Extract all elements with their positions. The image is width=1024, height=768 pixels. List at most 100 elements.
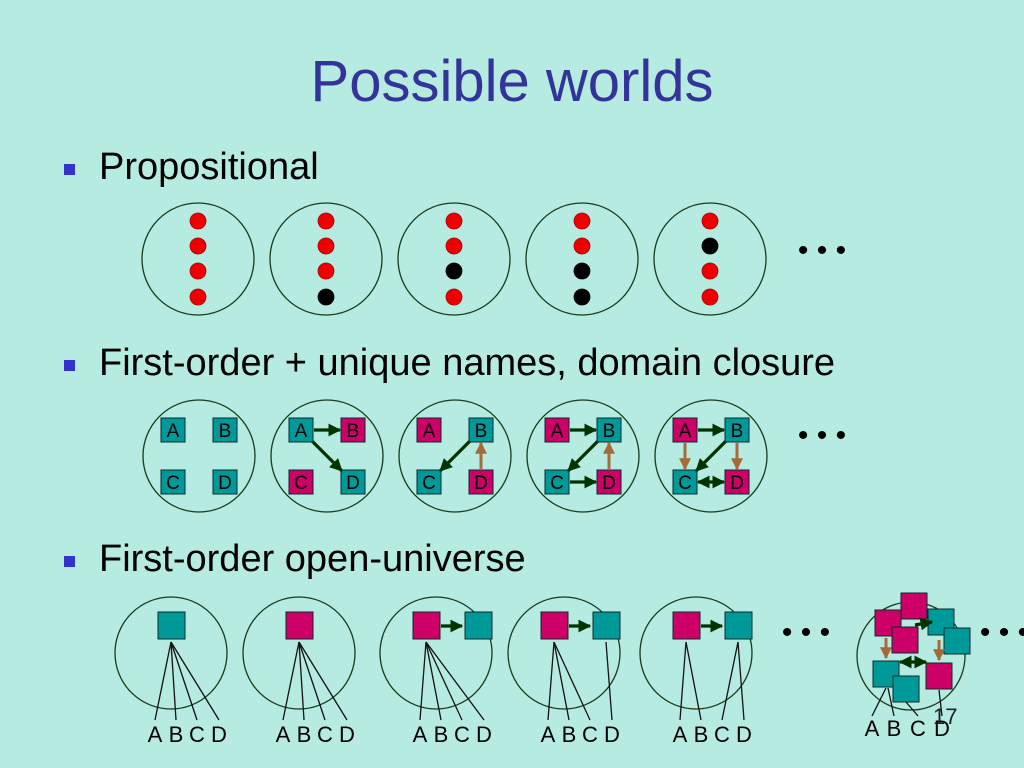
dark-arrow xyxy=(439,440,471,472)
world-circle xyxy=(507,596,621,710)
teal-object-box xyxy=(157,611,186,640)
constant-label: A xyxy=(673,722,688,747)
reference-line xyxy=(553,641,591,721)
magenta-object-box xyxy=(596,469,622,495)
magenta-object-box xyxy=(672,417,698,443)
magenta-object-box xyxy=(288,469,314,495)
bullet-icon xyxy=(64,360,75,371)
reference-line xyxy=(298,641,326,721)
reference-line xyxy=(425,641,442,721)
constant-label: B xyxy=(887,716,902,741)
teal-object-box xyxy=(340,469,366,495)
world-circle xyxy=(639,596,753,710)
constant-label: B xyxy=(297,722,312,747)
reference-line xyxy=(425,641,485,721)
constant-label: D xyxy=(604,722,620,747)
teal-object-box xyxy=(160,417,186,443)
constant-label: A xyxy=(541,722,556,747)
reference-line xyxy=(737,641,745,721)
dark-arrow xyxy=(914,617,934,631)
object-label: C xyxy=(166,473,180,494)
magenta-object-box xyxy=(412,611,441,640)
object-label: B xyxy=(603,421,616,442)
bullet-icon xyxy=(64,164,75,175)
true-dot xyxy=(701,262,719,280)
bullet-first-order-unique-names: First-order + unique names, domain closu… xyxy=(99,342,836,384)
propositional-worlds: • • • xyxy=(141,202,846,316)
object-label: A xyxy=(423,421,436,442)
magenta-object-box xyxy=(468,469,494,495)
object-label: B xyxy=(475,421,488,442)
reference-line xyxy=(605,641,613,721)
false-dot xyxy=(317,288,335,306)
object-label: A xyxy=(167,421,180,442)
world-circle xyxy=(653,202,767,316)
reference-line xyxy=(871,687,887,717)
true-dot xyxy=(701,212,719,230)
constant-label: B xyxy=(562,722,577,747)
true-dot xyxy=(445,288,463,306)
object-label: B xyxy=(731,421,744,442)
reference-line xyxy=(887,687,895,717)
false-dot xyxy=(573,288,591,306)
constant-label: C xyxy=(714,722,730,747)
ellipsis-icon: • • • xyxy=(782,616,830,649)
teal-object-box xyxy=(943,627,971,655)
magenta-object-box xyxy=(672,611,701,640)
false-dot xyxy=(573,262,591,280)
true-dot xyxy=(573,237,591,255)
reference-line xyxy=(298,641,348,721)
constant-label: D xyxy=(736,722,752,747)
object-label: C xyxy=(294,473,308,494)
constant-label: D xyxy=(934,716,950,741)
slide-title: Possible worlds xyxy=(310,49,714,114)
constant-label: A xyxy=(276,722,291,747)
teal-object-box xyxy=(464,611,493,640)
reference-line xyxy=(298,641,305,721)
teal-object-box xyxy=(592,611,621,640)
reference-line xyxy=(685,641,702,721)
true-dot xyxy=(189,288,207,306)
bullet-first-order-open-universe: First-order open-universe xyxy=(99,538,526,580)
true-dot xyxy=(317,262,335,280)
true-dot xyxy=(189,212,207,230)
teal-object-box xyxy=(892,675,920,703)
magenta-object-box xyxy=(340,417,366,443)
teal-object-box xyxy=(416,469,442,495)
world-circle xyxy=(526,399,640,513)
object-label: C xyxy=(678,473,692,494)
constant-label: A xyxy=(148,722,163,747)
teal-object-box xyxy=(212,469,238,495)
object-label: A xyxy=(551,421,564,442)
object-label: D xyxy=(474,473,488,494)
constant-label: C xyxy=(910,716,926,741)
true-dot xyxy=(445,212,463,230)
constant-label: C xyxy=(317,722,333,747)
dark-arrow xyxy=(567,440,599,472)
magenta-object-box xyxy=(285,611,314,640)
world-circle xyxy=(269,202,383,316)
reference-line xyxy=(419,641,427,721)
false-dot xyxy=(445,262,463,280)
true-dot xyxy=(573,212,591,230)
dark-arrow xyxy=(311,440,343,472)
teal-object-box xyxy=(160,469,186,495)
world-circle xyxy=(379,596,493,710)
constant-label: C xyxy=(454,722,470,747)
constant-label: D xyxy=(339,722,355,747)
true-dot xyxy=(445,237,463,255)
object-label: C xyxy=(422,473,436,494)
teal-object-box xyxy=(212,417,238,443)
bullet-icon xyxy=(64,556,75,567)
reference-line xyxy=(170,641,177,721)
page-number: 17 xyxy=(933,704,958,729)
constant-label: A xyxy=(865,716,880,741)
constant-label: B xyxy=(169,722,184,747)
reference-line xyxy=(170,641,198,721)
teal-object-box xyxy=(724,611,753,640)
true-dot xyxy=(189,262,207,280)
bullet-propositional: Propositional xyxy=(99,146,319,188)
